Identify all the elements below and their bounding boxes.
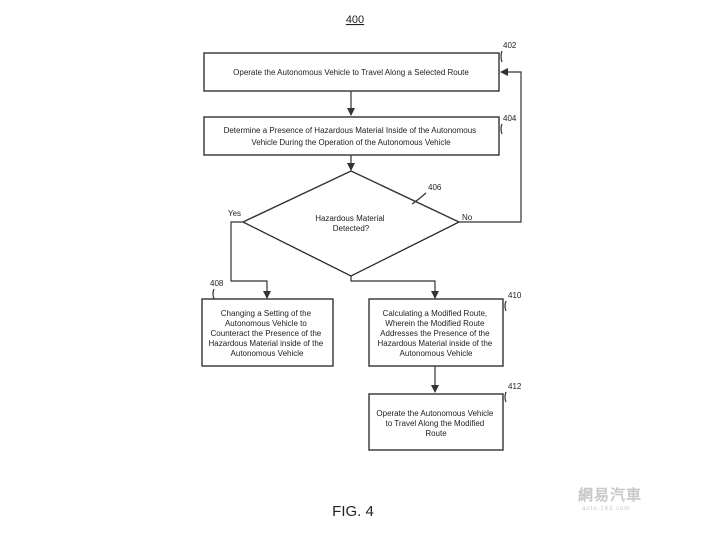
decision-406-text: Hazardous Material Detected? bbox=[315, 214, 387, 233]
decision-406-leader bbox=[411, 192, 427, 205]
step-402-ref: 402 bbox=[503, 41, 517, 50]
watermark-logo: 網易汽車 bbox=[578, 486, 642, 504]
step-408-leader bbox=[212, 288, 215, 300]
no-branch-line bbox=[459, 68, 522, 223]
decision-406-ref: 406 bbox=[428, 183, 442, 192]
step-410-leader bbox=[504, 300, 507, 312]
step-410-box bbox=[368, 298, 504, 367]
decision-no-label: No bbox=[462, 213, 473, 222]
yes-branch-line bbox=[230, 221, 271, 299]
step-402-leader bbox=[500, 50, 503, 63]
watermark-url: auto.163.com bbox=[582, 506, 630, 512]
step-412-ref: 412 bbox=[508, 382, 522, 391]
step-402-text: Operate the Autonomous Vehicle to Travel… bbox=[233, 68, 469, 77]
step-408-ref: 408 bbox=[210, 279, 224, 288]
figure-number: 400 bbox=[346, 14, 364, 26]
step-408-box bbox=[201, 298, 334, 367]
step-404-leader bbox=[500, 123, 503, 135]
step-410-ref: 410 bbox=[508, 291, 522, 300]
figure-caption: FIG. 4 bbox=[332, 503, 374, 520]
decision-yes-label: Yes bbox=[228, 209, 241, 218]
step-402-box bbox=[203, 52, 500, 92]
step-412-box bbox=[368, 393, 504, 451]
step-412-text: Operate the Autonomous Vehicle to Travel… bbox=[376, 409, 495, 438]
branch-to-410-line bbox=[350, 276, 439, 299]
step-410-text: Calculating a Modified Route, Wherein th… bbox=[378, 309, 495, 358]
step-408-text: Changing a Setting of the Autonomous Veh… bbox=[209, 309, 326, 358]
step-404-box bbox=[203, 116, 500, 156]
step-412-leader bbox=[504, 391, 507, 403]
step-404-ref: 404 bbox=[503, 114, 517, 123]
step-404-text: Determine a Presence of Hazardous Materi… bbox=[224, 126, 479, 147]
